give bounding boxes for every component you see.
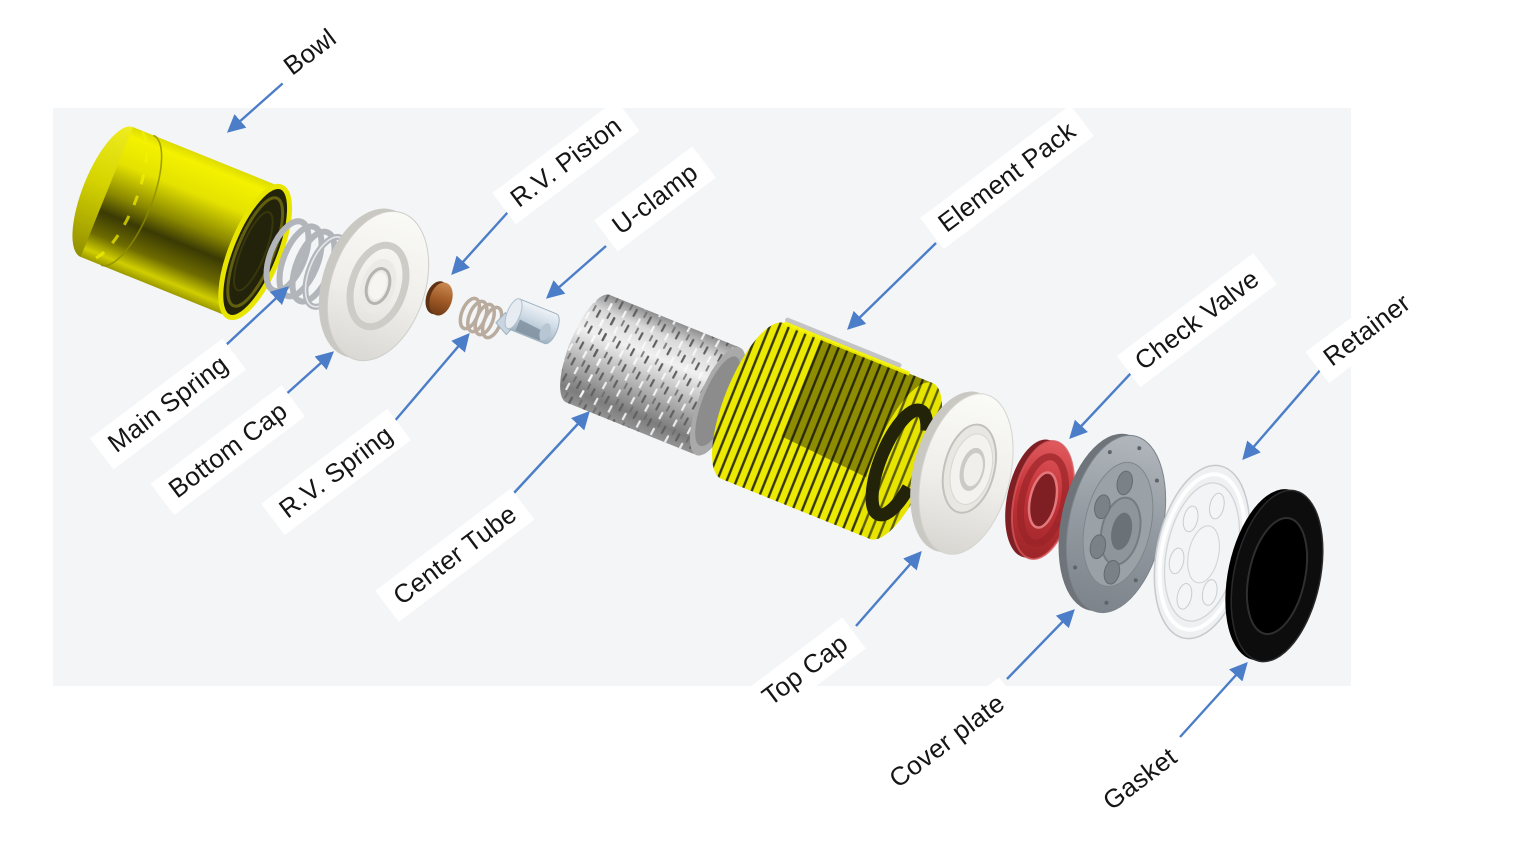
arrow-rv-spring — [392, 332, 470, 424]
element-pack-part — [712, 317, 942, 540]
gasket-part — [1225, 489, 1324, 663]
arrow-u-clamp — [545, 245, 607, 299]
bowl-part — [72, 126, 293, 320]
rv-piston-part — [425, 281, 453, 316]
arrow-bottom-cap — [282, 351, 335, 398]
arrow-element-pack — [847, 242, 937, 330]
arrow-retainer — [1242, 367, 1323, 461]
top-cap-part — [910, 391, 1014, 555]
cover-plate-part — [1058, 433, 1167, 614]
arrow-main-spring — [224, 286, 289, 347]
u-clamp-part — [495, 298, 560, 345]
arrow-gasket — [1179, 661, 1248, 738]
bottom-cap-part — [318, 208, 430, 362]
arrow-top-cap — [855, 550, 922, 627]
arrow-check-valve — [1069, 371, 1133, 439]
center-tube-part — [560, 294, 746, 456]
check-valve-part — [1005, 439, 1075, 560]
arrow-bowl — [226, 75, 292, 133]
arrow-center-tube — [512, 411, 590, 495]
arrow-rv-piston — [451, 211, 509, 276]
leader-arrows — [224, 75, 1323, 738]
arrow-cover-plate — [1006, 609, 1075, 680]
